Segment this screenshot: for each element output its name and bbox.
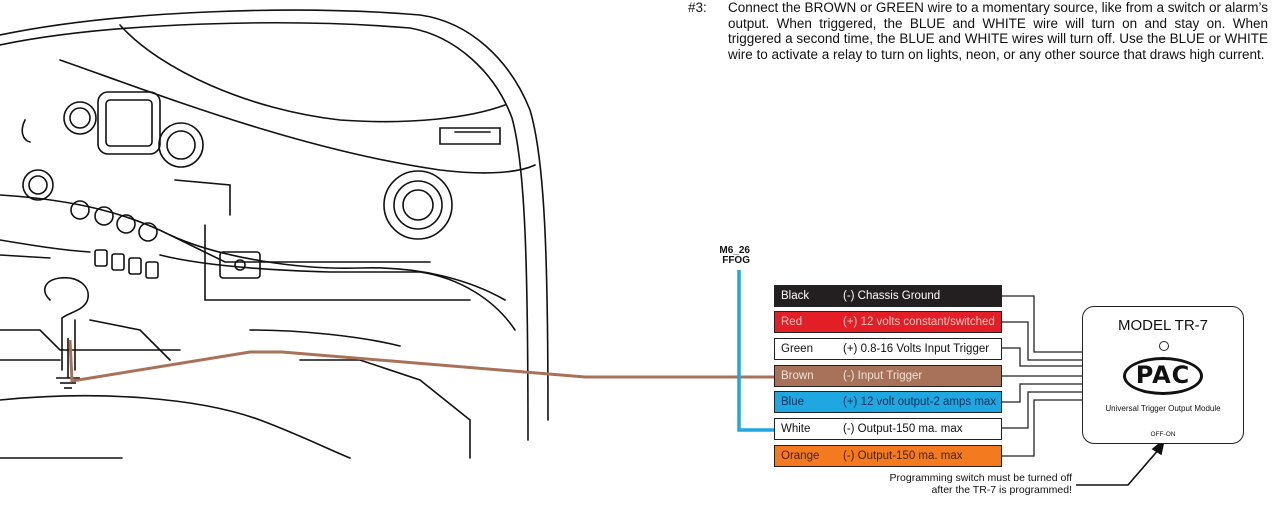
step-instruction: Connect the BROWN or GREEN wire to a mom… xyxy=(728,0,1268,62)
wire-function: (-) Chassis Ground xyxy=(843,290,941,302)
dashboard-illustration xyxy=(0,9,549,459)
wire-label-green: Green (+) 0.8-16 Volts Input Trigger xyxy=(774,338,1002,360)
wire-color-name: White xyxy=(781,423,811,435)
led-indicator xyxy=(1159,341,1169,351)
wire-function: (-) Input Trigger xyxy=(843,370,923,382)
module-model: MODEL TR-7 xyxy=(1117,317,1208,334)
wire-label-black: Black (-) Chassis Ground xyxy=(774,285,1002,307)
note-line-2: after the TR-7 is programmed! xyxy=(931,484,1072,496)
programming-note: Programming switch must be turned off af… xyxy=(862,472,1072,496)
ground-symbol xyxy=(56,338,80,389)
blue-output-wire xyxy=(737,270,774,432)
wire-label-blue: Blue (+) 12 volt output-2 amps max xyxy=(774,391,1002,413)
connector-name: FFOG xyxy=(722,255,750,266)
wire-color-name: Blue xyxy=(781,396,805,408)
harness-wires xyxy=(1002,295,1082,457)
pac-logo: PAC xyxy=(1123,357,1203,395)
wire-function: (-) Output-150 ma. max xyxy=(843,450,963,462)
wire-color-name: Red xyxy=(781,316,803,328)
programming-switch-label: OFF-ON xyxy=(1150,431,1176,438)
note-line-1: Programming switch must be turned off xyxy=(889,472,1072,484)
wire-function: (+) 0.8-16 Volts Input Trigger xyxy=(843,343,990,355)
connector-label: M6_26 FFOG xyxy=(700,246,750,266)
step-number: #3: xyxy=(688,0,707,15)
connector-id: M6_26 xyxy=(719,245,750,256)
wire-function: (-) Output-150 ma. max xyxy=(843,423,963,435)
module-subtitle: Universal Trigger Output Module xyxy=(1105,404,1221,413)
wire-color-name: Green xyxy=(781,343,813,355)
wire-color-name: Orange xyxy=(781,450,820,462)
wire-function: (+) 12 volts constant/switched xyxy=(843,316,995,328)
wire-label-red: Red (+) 12 volts constant/switched xyxy=(774,311,1002,333)
wire-function: (+) 12 volt output-2 amps max xyxy=(843,396,997,408)
wire-label-brown: Brown (-) Input Trigger xyxy=(774,365,1002,387)
switch-callout-arrow xyxy=(1076,437,1166,486)
tr7-module: MODEL TR-7 PAC Universal Trigger Output … xyxy=(1082,306,1244,444)
wire-label-white: White (-) Output-150 ma. max xyxy=(774,418,1002,440)
brown-trigger-wire xyxy=(68,339,774,383)
wire-label-orange: Orange (-) Output-150 ma. max xyxy=(774,445,1002,467)
wire-color-name: Brown xyxy=(781,370,814,382)
wire-color-name: Black xyxy=(781,290,810,302)
